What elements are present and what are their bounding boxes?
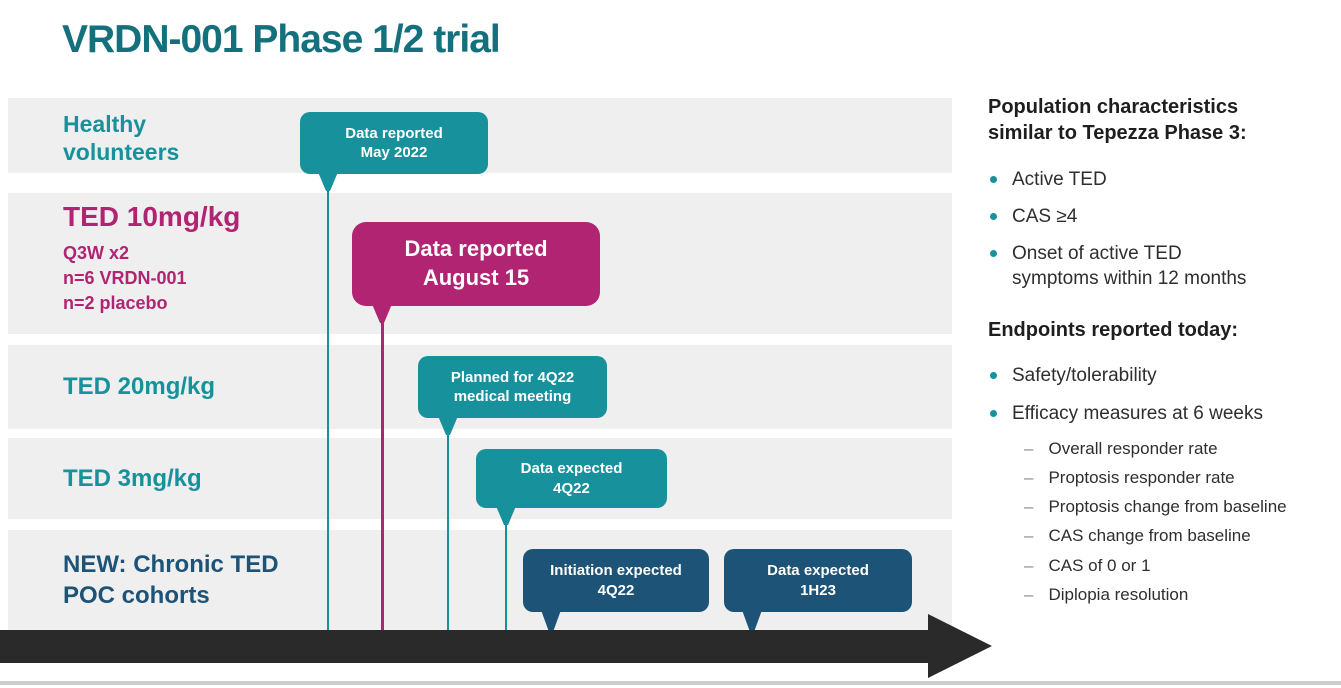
callout-initiation-expected-4q22: Initiation expected 4Q22 xyxy=(523,549,709,612)
dash-icon: – xyxy=(1024,526,1034,546)
bullet-dot-icon xyxy=(990,372,997,380)
dash-icon: – xyxy=(1024,438,1034,458)
connector-line xyxy=(505,522,507,632)
sub-bullet-item: – Proptosis change from baseline xyxy=(1024,496,1340,517)
callout-planned-4q22-medical-meeting: Planned for 4Q22 medical meeting xyxy=(418,356,607,418)
sub-bullet-text: Proptosis change from baseline xyxy=(1048,497,1287,517)
bullet-text: CAS ≥4 xyxy=(1012,205,1078,227)
row-sublabel: Q3W x2 n=6 VRDN-001 n=2 placebo xyxy=(63,243,187,313)
dash-icon: – xyxy=(1024,497,1034,517)
sub-bullet-item: – CAS of 0 or 1 xyxy=(1024,555,1340,576)
sub-bullet-text: CAS of 0 or 1 xyxy=(1048,555,1151,575)
row-label: TED 10mg/kg xyxy=(63,201,241,232)
sub-bullet-text: CAS change from baseline xyxy=(1048,526,1251,546)
bullet-dot-icon xyxy=(990,175,997,183)
sub-bullet-text: Proptosis responder rate xyxy=(1048,467,1235,487)
dash-icon: – xyxy=(1024,555,1034,575)
bullet-item: Onset of active TED symptoms within 12 m… xyxy=(988,241,1340,291)
timeline-arrow-shaft xyxy=(0,630,928,663)
bullet-item: Active TED xyxy=(988,167,1340,192)
callout-data-reported-may-2022: Data reported May 2022 xyxy=(300,112,488,174)
dash-icon: – xyxy=(1024,467,1034,487)
connector-line xyxy=(327,188,329,632)
bullet-dot-icon xyxy=(990,249,997,257)
callout-data-expected-1h23: Data expected 1H23 xyxy=(724,549,912,612)
population-characteristics-heading: Population characteristics similar to Te… xyxy=(988,96,1247,145)
sub-bullet-item: – Overall responder rate xyxy=(1024,438,1340,459)
bullet-item: Efficacy measures at 6 weeks xyxy=(988,401,1340,426)
row-label: TED 20mg/kg xyxy=(63,373,216,400)
sub-bullet-item: – CAS change from baseline xyxy=(1024,525,1340,546)
dash-icon: – xyxy=(1024,584,1034,604)
footer-divider xyxy=(0,681,1341,685)
bullet-text: Safety/tolerability xyxy=(1012,365,1157,387)
row-ted-10mg: TED 10mg/kg Q3W x2 n=6 VRDN-001 n=2 plac… xyxy=(8,193,952,334)
sub-bullet-text: Overall responder rate xyxy=(1048,438,1218,458)
bullet-text: Active TED xyxy=(1012,168,1107,190)
page-title: VRDN-001 Phase 1/2 trial xyxy=(62,18,501,61)
row-label: NEW: Chronic TED POC cohorts xyxy=(63,550,279,609)
sub-bullet-item: – Diplopia resolution xyxy=(1024,584,1340,605)
timeline-arrowhead-icon xyxy=(928,614,992,678)
row-label: TED 3mg/kg xyxy=(63,464,202,492)
connector-line xyxy=(447,432,449,632)
callout-data-reported-august-15: Data reported August 15 xyxy=(352,222,600,306)
sub-bullet-text: Diplopia resolution xyxy=(1048,584,1189,604)
sub-bullet-item: – Proptosis responder rate xyxy=(1024,467,1340,488)
bullet-item: CAS ≥4 xyxy=(988,204,1340,229)
connector-line xyxy=(381,320,384,632)
endpoints-sublist: – Overall responder rate – Proptosis res… xyxy=(1024,438,1340,606)
bullet-dot-icon xyxy=(990,409,997,417)
bullet-dot-icon xyxy=(990,212,997,220)
right-panel: Population characteristics similar to Te… xyxy=(988,94,1340,613)
bullet-item: Safety/tolerability xyxy=(988,363,1340,388)
bullet-text: Efficacy measures at 6 weeks xyxy=(1012,402,1263,424)
callout-data-expected-4q22: Data expected 4Q22 xyxy=(476,449,667,508)
endpoints-heading: Endpoints reported today: xyxy=(988,319,1238,342)
bullet-text: Onset of active TED symptoms within 12 m… xyxy=(1012,242,1247,290)
row-label: Healthy volunteers xyxy=(63,111,180,166)
